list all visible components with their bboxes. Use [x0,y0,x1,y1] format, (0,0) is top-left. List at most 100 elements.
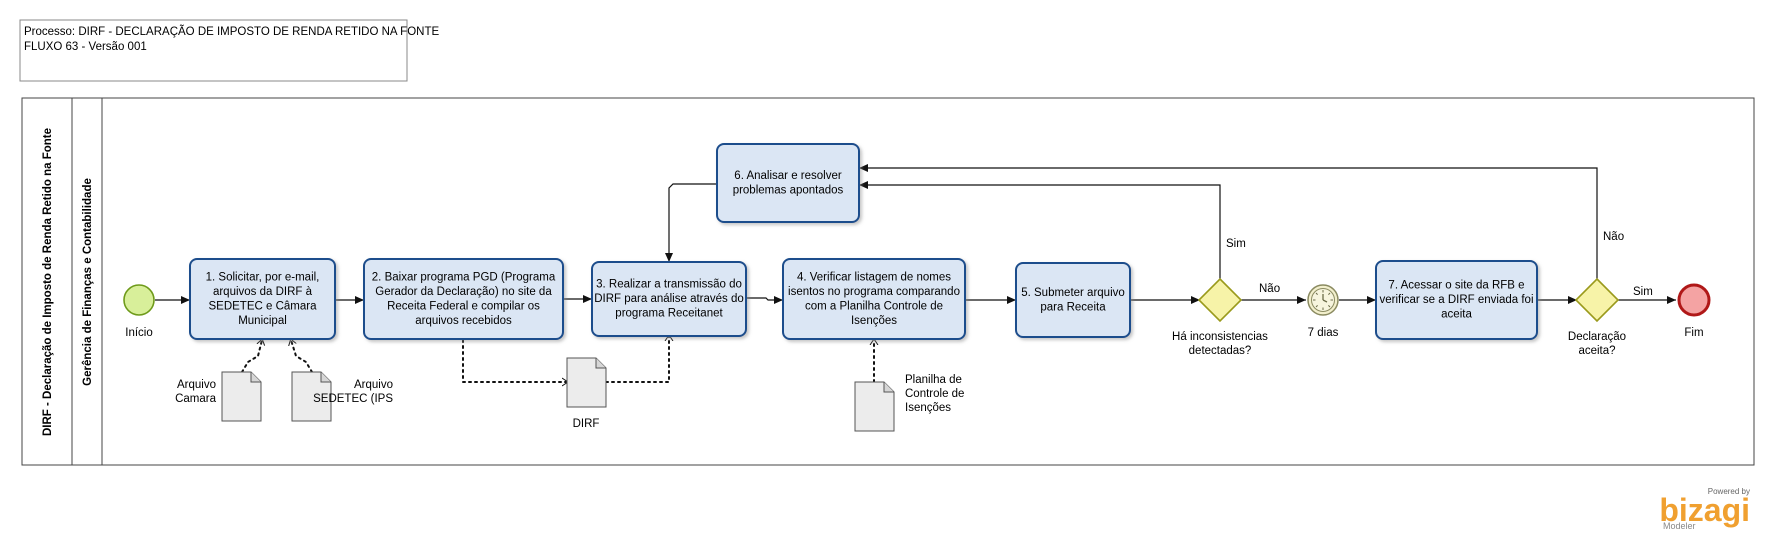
timer-event-label: 7 dias [1308,327,1339,339]
task-box[interactable] [1015,262,1131,338]
sequence-flows [155,164,1676,304]
task-label: 4. Verificar listagem de nomes [797,271,951,283]
document-fold [883,382,894,393]
end-event[interactable]: Fim [1677,283,1711,339]
data-object-label: Planilha de [905,374,962,386]
task-t4[interactable]: 4. Verificar listagem de nomes isentos no… [782,258,966,340]
task-label: 2. Baixar programa PGD (Programa [372,271,556,283]
task-box[interactable] [363,258,564,340]
data-object-label: Isenções [905,402,951,414]
lane-label: Gerência de Finanças e Contabilidade [82,178,94,386]
task-t5[interactable]: 5. Submeter arquivo para Receita [1015,262,1131,338]
document-icon[interactable] [221,371,262,422]
flow-label-g2-yes: Sim [1633,286,1653,298]
gateway-g1[interactable]: Há inconsistencias detectadas? [1172,277,1268,357]
bizagi-logo: bizagi [1659,492,1750,528]
task-box[interactable] [189,258,336,340]
task-t3[interactable]: 3. Realizar a transmissão do DIRF para an… [591,261,747,337]
gateways: Há inconsistencias detectadas? Declaração a… [1172,277,1626,357]
task-label: Isenções [851,315,897,327]
task-box[interactable] [782,258,966,340]
document-fold [250,372,261,383]
task-label: 3. Realizar a transmissão do [596,279,742,291]
data-object-label: Camara [175,393,217,405]
end-event-circle[interactable] [1677,283,1711,317]
task-t2[interactable]: 2. Baixar programa PGD (ProgramaGerador … [363,258,564,340]
task-label: 1. Solicitar, por e-mail, [206,271,320,283]
data-object-label: Controle de [905,388,964,400]
task-label: para Receita [1040,301,1106,313]
task-label: isentos no programa comparando [788,286,960,298]
task-t6[interactable]: 6. Analisar e resolver problemas apontado… [716,143,860,223]
flow-label-g1-yes: Sim [1226,238,1246,250]
data-object-label: Arquivo [354,379,393,391]
data-object-label: Arquivo [177,379,216,391]
task-t7[interactable]: 7. Acessar o site da RFB e verificar se a… [1375,260,1538,340]
associations [241,336,874,383]
flow-label-g1-no: Não [1259,283,1280,295]
data-object-label: SEDETEC (IPS [313,393,393,405]
task-label: 5. Submeter arquivo [1021,287,1125,299]
assoc-dirf-to-t3 [605,336,669,383]
gateway-diamond[interactable] [1574,277,1620,323]
task-label: com a Planilha Controle de [805,300,943,312]
task-box[interactable] [1375,260,1538,340]
timer-event[interactable]: 7 dias [1307,284,1339,339]
task-label: problemas apontados [733,184,844,196]
gateway-label: Declaração [1568,331,1626,343]
clock-ticks [1313,290,1333,310]
task-label: programa Receitanet [615,308,723,320]
modeler-label: Modeler [1663,521,1696,531]
gateway-diamond[interactable] [1197,277,1243,323]
task-label: Receita Federal e compilar os [387,300,540,312]
assoc-camara-to-t1 [241,340,262,373]
task-label: 7. Acessar o site da RFB e [1388,280,1524,292]
document-fold [595,358,606,369]
assoc-t2-to-dirf [462,339,567,382]
start-event[interactable]: Início [123,284,155,339]
task-label: 6. Analisar e resolver [734,170,842,182]
process-title: Processo: DIRF - DECLARAÇÃO DE IMPOSTO D… [24,25,439,38]
end-event-label: Fim [1684,327,1703,339]
document-icon[interactable] [566,357,607,408]
data-object-a3[interactable]: DIRF [566,357,607,430]
task-box[interactable] [716,143,860,223]
task-box[interactable] [591,261,747,337]
gateway-label: detectadas? [1189,345,1252,357]
task-label: Municipal [238,315,287,327]
document-icon[interactable] [854,381,895,432]
gateway-label: aceita? [1578,345,1615,357]
start-event-label: Início [125,327,153,339]
gateway-label: Há inconsistencias [1172,331,1268,343]
start-event-circle[interactable] [123,284,155,316]
document-fold [320,372,331,383]
task-label: arquivos da DIRF à [213,286,313,298]
pool-label: DIRF - Declaração de Imposto de Renda Re… [42,128,54,436]
task-label: verificar se a DIRF enviada foi [1379,294,1533,306]
flow-labels: Sim Não Não Sim [1226,231,1653,298]
flow-t3-to-t4 [746,296,783,304]
process-header: Processo: DIRF - DECLARAÇÃO DE IMPOSTO D… [19,19,439,82]
data-object-a4[interactable]: Planilha de Controle de Isenções [854,374,964,432]
flow-g1-yes-to-t6 [859,181,1221,280]
flow-t6-to-t3 [665,183,717,262]
task-label: DIRF para análise através do [594,293,744,305]
assoc-sedetec-to-t1 [291,340,313,373]
task-label: Gerador da Declaração) no site da [375,286,552,298]
data-object-label: DIRF [573,418,600,430]
document-icon[interactable] [291,371,332,422]
task-label: arquivos recebidos [415,315,512,327]
flow-g2-no-to-t6 [859,164,1598,280]
powered-by-label: Powered by [1708,487,1750,496]
task-label: SEDETEC e Câmara [208,300,317,312]
tasks: 1. Solicitar, por e-mail, arquivos da DIR… [189,143,1538,340]
task-t1[interactable]: 1. Solicitar, por e-mail, arquivos da DIR… [189,258,336,340]
gateway-g2[interactable]: Declaração aceita? [1568,277,1626,357]
bizagi-branding: Powered by bizagi Modeler [1659,487,1750,531]
process-version: FLUXO 63 - Versão 001 [24,41,147,53]
task-label: aceita [1441,309,1472,321]
flow-label-g2-no: Não [1603,231,1624,243]
